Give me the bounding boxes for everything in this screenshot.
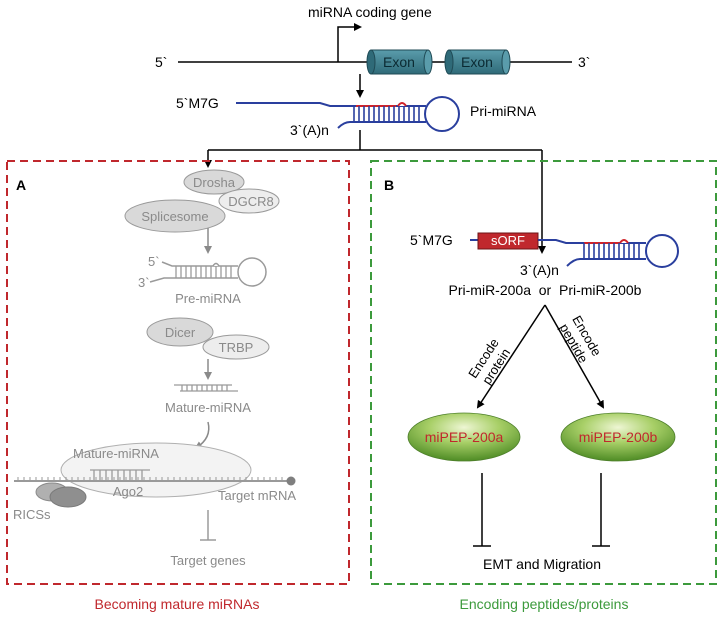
- dicer-label: Dicer: [165, 325, 196, 340]
- pri200-polya-label: 3`(A)n: [520, 262, 559, 278]
- panel-b: B 5`M7G sORF 3`(A)n Pri-miR-200a or Pri-…: [370, 160, 717, 612]
- arrow-encode-peptide: [544, 304, 604, 409]
- dgcr8-shape: [218, 188, 280, 214]
- exon-2: Exon: [444, 49, 511, 75]
- pri200-bulge: [619, 239, 629, 244]
- pri200-cap-label: 5`M7G: [410, 232, 453, 248]
- branch-connectors: [204, 130, 546, 254]
- target-mrna-strand: [14, 476, 296, 486]
- gene-section: miRNA coding gene 5` 3` Exon Exon: [155, 4, 590, 98]
- arrow-to-risc: [194, 421, 210, 450]
- pri-mirna-structure: 5`M7G 3`(A)n Pri-miRNA: [176, 95, 537, 138]
- pri-polya-label: 3`(A)n: [290, 122, 329, 138]
- drosha-shape: [183, 169, 245, 195]
- ricss-label: RICSs: [13, 507, 51, 522]
- gene-label: miRNA coding gene: [308, 4, 432, 20]
- pri-bottom-strand: [337, 121, 351, 129]
- pri200-base-pairs: [583, 243, 640, 259]
- pri-mirna-label: Pri-miRNA: [470, 103, 537, 119]
- mipep-200b-shape: [560, 412, 676, 462]
- ricss-shape-2: [49, 486, 87, 508]
- pri-bulge: [397, 102, 407, 107]
- panel-b-border: [370, 160, 717, 585]
- gene-three-prime: 3`: [578, 54, 590, 70]
- gene-five-prime: 5`: [155, 54, 167, 70]
- pre-three-prime: 3`: [138, 275, 150, 290]
- splicesome-shape: [124, 199, 226, 233]
- panel-a-border: [6, 160, 350, 585]
- pre-mirna-label: Pre-miRNA: [175, 291, 241, 306]
- arrow-encode-protein: [476, 304, 546, 409]
- pri-top-strand: [236, 102, 350, 107]
- trbp-label: TRBP: [219, 340, 254, 355]
- panel-b-caption: Encoding peptides/proteins: [460, 596, 629, 612]
- panel-a: A Drosha DGCR8 Splicesome 5` 3` P: [6, 160, 350, 612]
- panel-b-letter: B: [384, 177, 394, 193]
- splicesome-label: Splicesome: [141, 209, 208, 224]
- pri-loop: [424, 96, 460, 132]
- pri200-top-strand: [538, 239, 580, 244]
- sorf-label: sORF: [491, 233, 525, 248]
- trbp-shape: [202, 334, 270, 360]
- pri-cap-label: 5`M7G: [176, 95, 219, 111]
- mature-mirna-label: Mature-miRNA: [165, 400, 251, 415]
- ago2-label: Ago2: [113, 484, 143, 499]
- encode-peptide-text: Encode peptide: [557, 313, 605, 366]
- exon-1-label: Exon: [383, 54, 415, 70]
- transcription-start-arrow: [337, 23, 362, 62]
- exon-1: Exon: [366, 49, 433, 75]
- panel-a-letter: A: [16, 177, 26, 193]
- pri200-bottom-strand: [566, 258, 581, 267]
- ago2-shape: [60, 442, 252, 498]
- mipep-200b-label: miPEP-200b: [579, 429, 658, 445]
- target-genes-label: Target genes: [170, 553, 246, 568]
- risc-guide-strand: [90, 469, 150, 481]
- dgcr8-label: DGCR8: [228, 194, 274, 209]
- pre-mirna-structure: 5` 3`: [138, 254, 267, 290]
- drosha-label: Drosha: [193, 175, 236, 190]
- pri-base-pairs: [353, 106, 420, 122]
- mature-duplex: [174, 384, 238, 392]
- dicer-shape: [146, 317, 214, 347]
- pri200-loop: [645, 234, 679, 268]
- panel-a-caption: Becoming mature miRNAs: [95, 596, 260, 612]
- pre-five-prime: 5`: [148, 254, 160, 269]
- mipep-200a-label: miPEP-200a: [425, 429, 504, 445]
- exon-2-label: Exon: [461, 54, 493, 70]
- pri200-label: Pri-miR-200a or Pri-miR-200b: [449, 282, 642, 298]
- mipep-200a-shape: [407, 412, 521, 462]
- mature-mirna-label-2: Mature-miRNA: [73, 446, 159, 461]
- encode-protein-text: Encode protein: [465, 336, 513, 387]
- target-mrna-label: Target mRNA: [218, 488, 296, 503]
- emt-label: EMT and Migration: [483, 556, 601, 572]
